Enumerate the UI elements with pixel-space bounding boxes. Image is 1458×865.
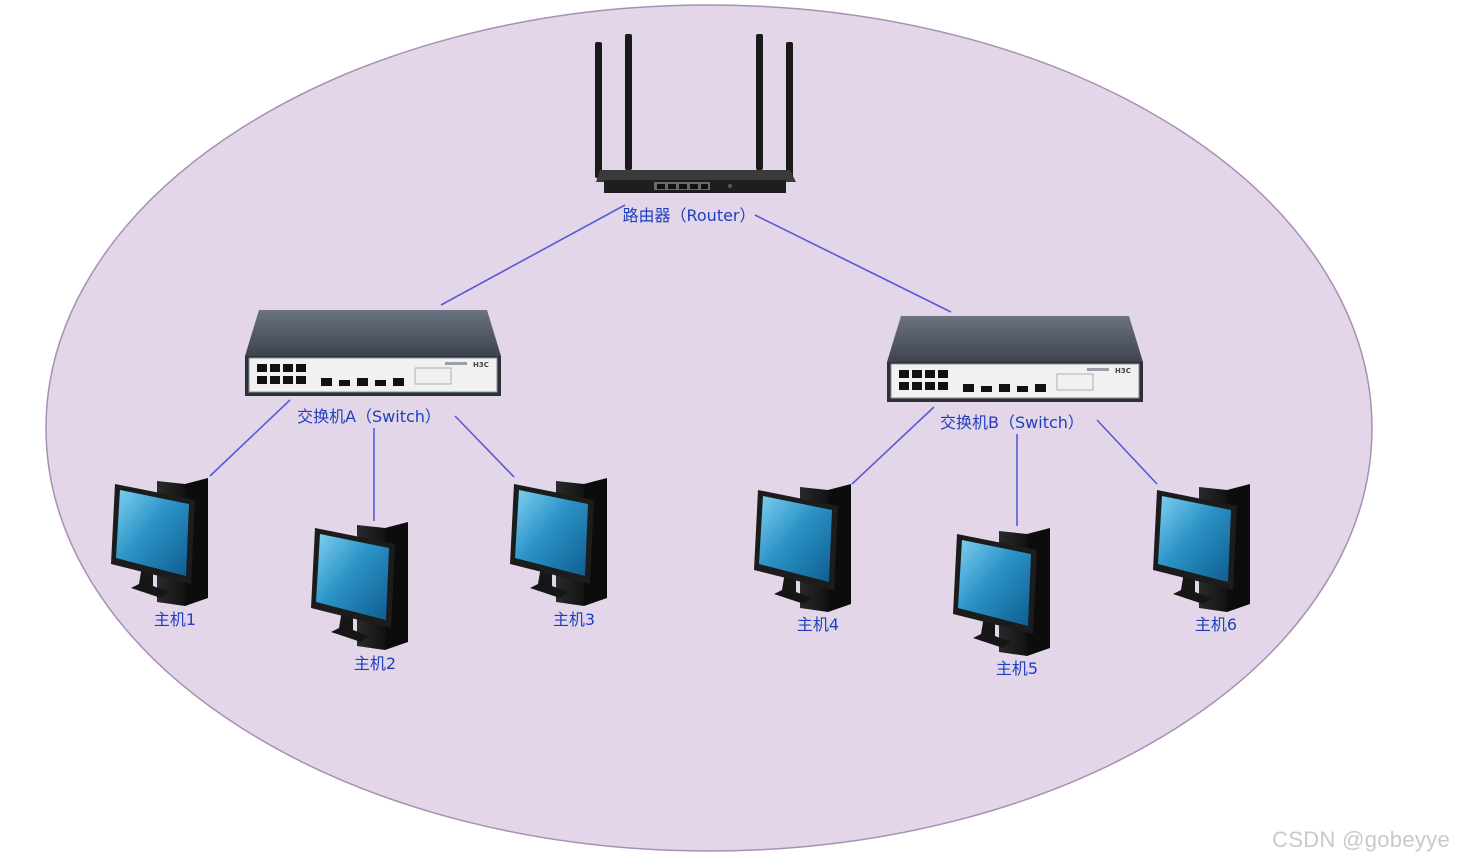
link-router-switch-b — [754, 214, 952, 313]
network-switch-icon — [244, 309, 502, 397]
switch-a-label: 交换机A（Switch） — [297, 407, 441, 426]
link-router-switch-a — [440, 204, 626, 306]
link-switch-a-host-3 — [454, 415, 515, 478]
host-label: 主机4 — [797, 615, 839, 634]
links — [209, 204, 1158, 526]
host-label: 主机1 — [154, 610, 196, 629]
host-label: 主机3 — [553, 610, 595, 629]
host-label: 主机2 — [354, 654, 396, 673]
link-switch-a-host-1 — [209, 399, 291, 477]
host-4[interactable]: 主机4 — [754, 484, 851, 634]
router[interactable]: 路由器（Router） — [595, 34, 796, 225]
host-6[interactable]: 主机6 — [1153, 484, 1250, 634]
host-3[interactable]: 主机3 — [510, 478, 607, 629]
host-label: 主机6 — [1195, 615, 1237, 634]
switch-b-label: 交换机B（Switch） — [940, 413, 1084, 432]
watermark: CSDN @gobeyye — [1272, 827, 1450, 852]
link-switch-b-host-6 — [1096, 419, 1158, 485]
network-switch-icon — [886, 315, 1144, 403]
switch-b[interactable]: 交换机B（Switch） — [886, 315, 1144, 432]
router-label: 路由器（Router） — [622, 206, 755, 225]
host-label: 主机5 — [996, 659, 1038, 678]
host-1[interactable]: 主机1 — [111, 478, 208, 629]
switch-a[interactable]: 交换机A（Switch） — [244, 309, 502, 426]
host-5[interactable]: 主机5 — [953, 528, 1050, 678]
link-switch-b-host-4 — [851, 406, 935, 485]
wifi-router-icon — [595, 34, 796, 193]
host-2[interactable]: 主机2 — [311, 522, 408, 673]
network-boundary — [45, 4, 1373, 852]
